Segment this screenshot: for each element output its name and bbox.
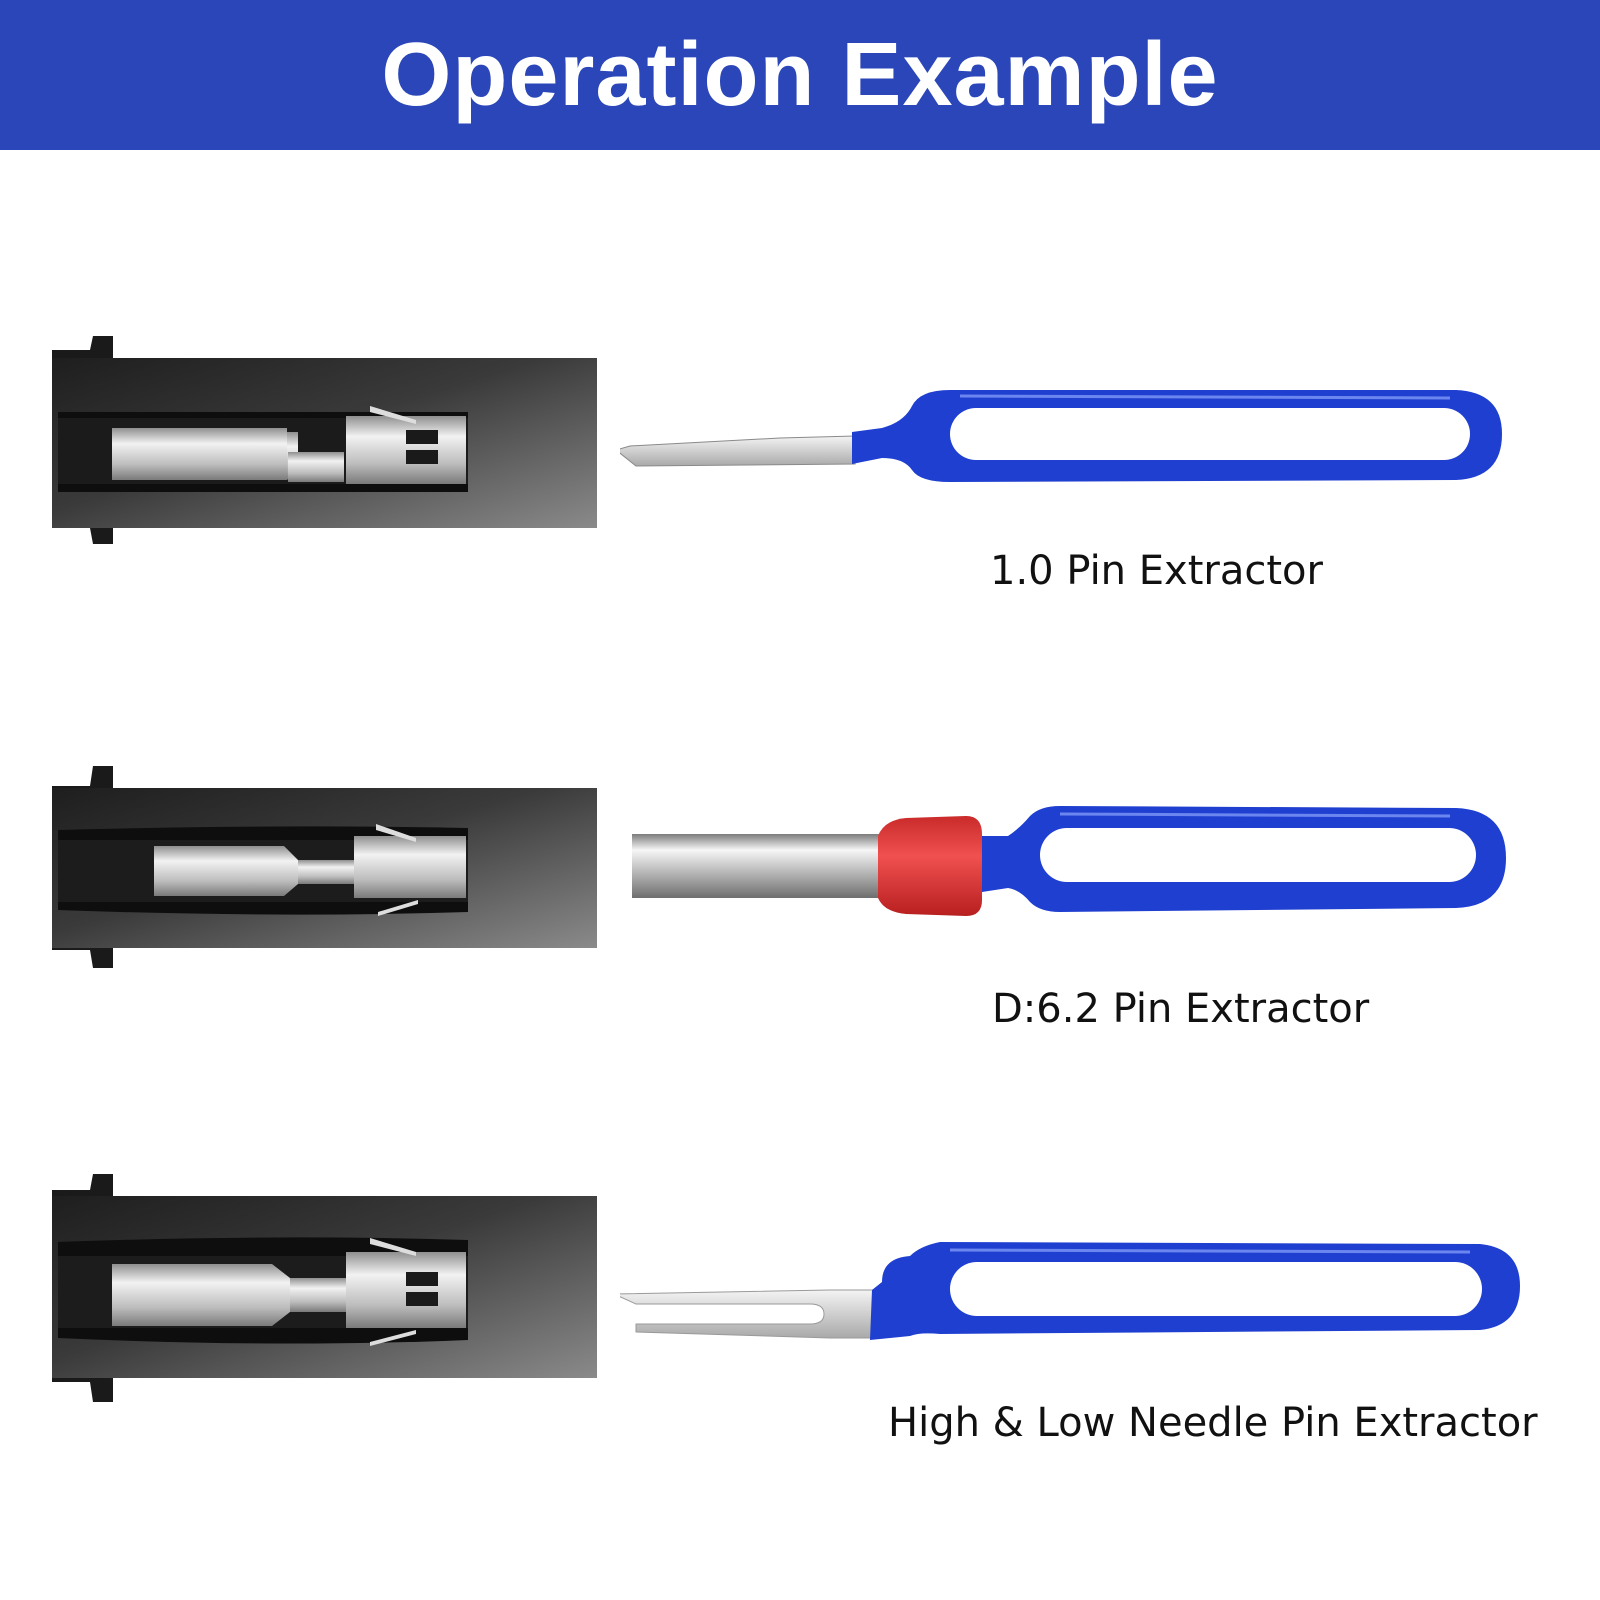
tool-row-1: 1.0 Pin Extractor <box>0 320 1600 650</box>
pin-extractor-1 <box>620 390 1502 482</box>
connector-illustration <box>52 766 597 968</box>
tool-row-3: High & Low Needle Pin Extractor <box>0 1160 1600 1490</box>
pin-extractor-3 <box>620 1242 1520 1340</box>
fork-tip-icon <box>620 1289 883 1339</box>
blade-tip-icon <box>620 435 856 467</box>
tool-label: D:6.2 Pin Extractor <box>992 986 1370 1032</box>
header-banner: Operation Example <box>0 0 1600 150</box>
pin-extractor-2 <box>632 806 1506 916</box>
tool-label: 1.0 Pin Extractor <box>990 548 1323 594</box>
tool-label: High & Low Needle Pin Extractor <box>888 1400 1538 1446</box>
tool-row-2: D:6.2 Pin Extractor <box>0 750 1600 1080</box>
tube-tip-icon <box>632 834 882 898</box>
red-collar <box>878 816 982 916</box>
page-title: Operation Example <box>381 24 1219 125</box>
connector-illustration <box>52 336 597 544</box>
handle-loop <box>982 806 1506 912</box>
handle-loop <box>870 1242 1520 1340</box>
handle-loop <box>852 390 1502 482</box>
connector-illustration <box>52 1174 597 1402</box>
